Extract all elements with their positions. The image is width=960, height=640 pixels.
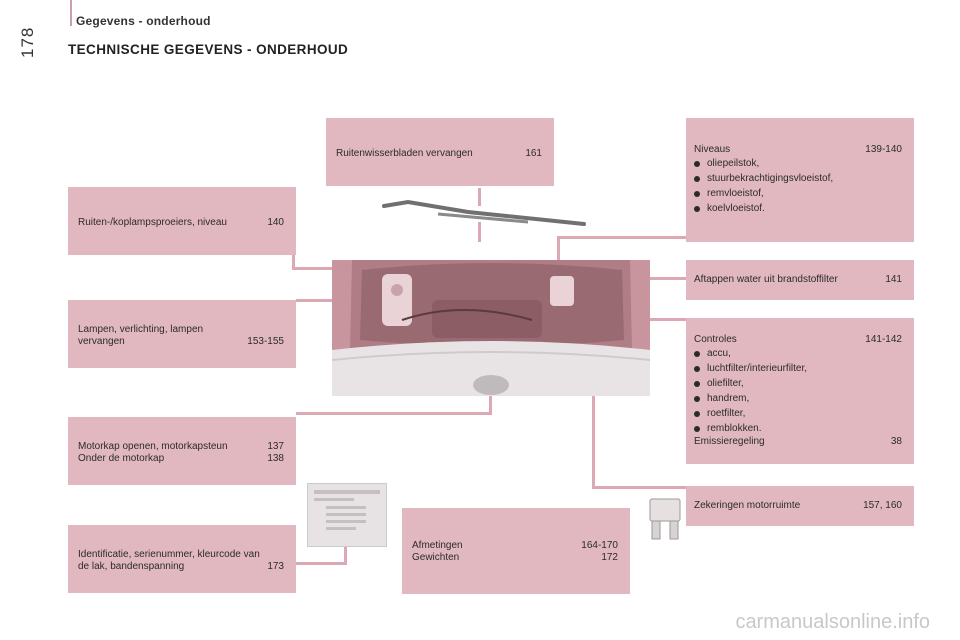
label-line1: Lampen, verlichting, lampen [78,324,204,335]
box-identificatie[interactable]: Identificatie, serienummer, kleurcode va… [68,525,296,593]
wiper-arrow [478,188,481,206]
fuse-illustration [648,497,682,541]
list-item: stuurbekrachtigingsvloeistof, [694,171,902,186]
page-ref: 141-142 [865,334,902,345]
wiper-arrow [478,222,481,242]
page-ref: 173 [267,561,284,572]
connector [592,486,686,489]
connector [557,236,687,239]
emissie-page-ref: 38 [890,436,902,447]
label-line1: Motorkap openen, motorkapsteun [78,441,228,452]
emissie-label: Emissieregeling [694,436,765,447]
label-line2: Onder de motorkap [78,453,165,464]
label: Ruitenwisserbladen vervangen [336,148,473,159]
page-ref: 153-155 [247,336,284,347]
engine-bay-illustration [332,260,650,396]
box-zekeringen[interactable]: Zekeringen motorruimte 157, 160 [686,486,914,526]
wiper-illustration [378,194,586,228]
page-number: 178 [18,26,37,58]
page-ref: 161 [525,148,542,159]
list-item: remblokken. [694,421,902,436]
id-plate-illustration [307,483,387,547]
label-line1: Identificatie, serienummer, kleurcode va… [78,549,260,560]
label: Ruiten-/koplampsproeiers, niveau [78,217,227,228]
list-item: oliepeilstok, [694,156,902,171]
connector [296,299,366,302]
list-item: luchtfilter/interieurfilter, [694,361,902,376]
connector [296,562,346,565]
list-item: roetfilter, [694,406,902,421]
list-item: handrem, [694,391,902,406]
page-ref: 139-140 [865,144,902,155]
box-niveaus[interactable]: Niveaus 139-140 oliepeilstok, stuurbekrac… [686,118,914,242]
watermark: carmanualsonline.info [735,611,930,633]
page-ref: 157, 160 [863,500,902,511]
connector [292,255,295,269]
page-ref-1: 137 [267,441,284,452]
box-lampen[interactable]: Lampen, verlichting, lampen vervangen 153… [68,300,296,368]
label-line1: Afmetingen [412,540,463,551]
page-ref-1: 164-170 [581,540,618,551]
label-line2: Gewichten [412,552,460,563]
header-rule [70,0,72,26]
list-item: koelvloeistof. [694,201,902,216]
list-item: remvloeistof, [694,186,902,201]
label: Aftappen water uit brandstoffilter [694,274,838,285]
page-ref-2: 138 [267,453,284,464]
box-aftappen[interactable]: Aftappen water uit brandstoffilter 141 [686,260,914,300]
label: Zekeringen motorruimte [694,500,801,511]
label-line2: vervangen [78,336,125,347]
box-ruitensproeiers[interactable]: Ruiten-/koplampsproeiers, niveau 140 [68,187,296,255]
controles-title: Controles [694,334,737,345]
box-motorkap[interactable]: Motorkap openen, motorkapsteun 137 Onder … [68,417,296,485]
list-item: oliefilter, [694,376,902,391]
section-heading: Gegevens - onderhoud [76,14,211,28]
connector [557,236,560,280]
page-ref: 140 [267,217,284,228]
label-line2: de lak, bandenspanning [78,561,185,572]
connector [296,412,492,415]
list-item: accu, [694,346,902,361]
box-controles[interactable]: Controles 141-142 accu, luchtfilter/inter… [686,318,914,464]
page-ref-2: 172 [601,552,618,563]
page-title: TECHNISCHE GEGEVENS - ONDERHOUD [68,42,349,57]
page-ref: 141 [885,274,902,285]
box-ruitenwisserbladen[interactable]: Ruitenwisserbladen vervangen 161 [326,118,554,186]
box-afmetingen[interactable]: Afmetingen 164-170 Gewichten 172 [402,508,630,594]
connector [592,334,595,488]
niveaus-title: Niveaus [694,144,731,155]
